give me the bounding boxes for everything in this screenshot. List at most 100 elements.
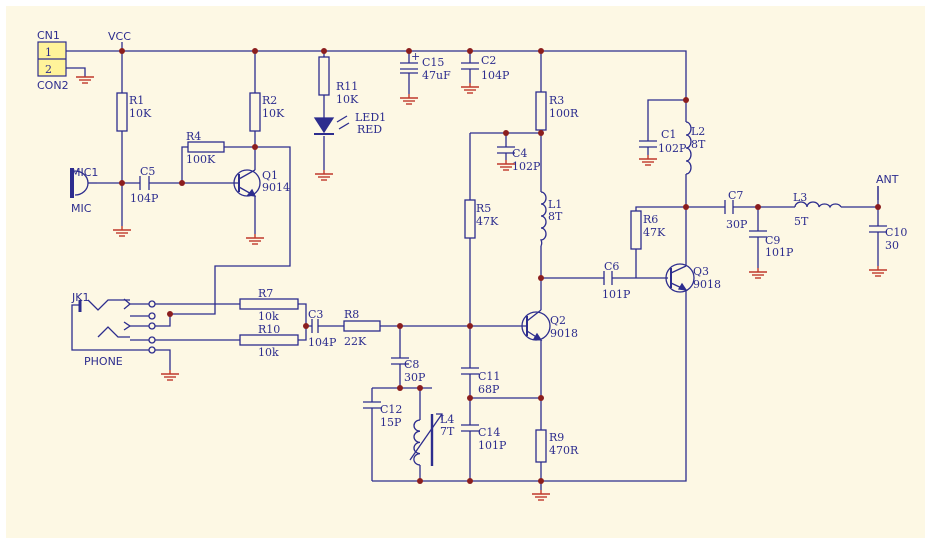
label-r6-ref: R6	[643, 213, 658, 226]
label-r9-value: 470R	[549, 444, 579, 457]
ground-symbol	[749, 268, 767, 279]
label-q2-value: 9018	[550, 327, 578, 340]
ground-symbol	[315, 170, 333, 181]
label-r10-value: 10k	[258, 346, 279, 359]
label-r7-value: 10k	[258, 310, 279, 323]
label-c1-ref: C1	[661, 128, 676, 141]
label-c1-value: 102P	[658, 142, 687, 155]
label-c10-value: 30	[885, 239, 899, 252]
label-c15-ref: C15	[422, 56, 444, 69]
ground-symbol	[113, 226, 131, 237]
label-c12-value: 15P	[380, 416, 402, 429]
label-r5-value: 47K	[476, 215, 499, 228]
label-jk1-value: PHONE	[84, 355, 123, 368]
label-c8-ref: C8	[404, 358, 419, 371]
label-r9-ref: R9	[549, 431, 564, 444]
label-r4-value: 100K	[186, 153, 216, 166]
label-r8-ref: R8	[344, 308, 359, 321]
label-c6-value: 101P	[602, 288, 631, 301]
label-q3-value: 9018	[693, 278, 721, 291]
ground-symbol	[532, 490, 550, 501]
inductors	[409, 121, 842, 466]
label-mic1-value: MIC	[71, 202, 92, 215]
cn1-ref: CN1	[37, 29, 60, 42]
label-r11-value: 10K	[336, 93, 359, 106]
label-l1-ref: L1	[548, 198, 562, 211]
vcc-label: VCC	[108, 30, 131, 43]
capacitor-c14	[461, 424, 479, 432]
label-l2-value: 8T	[691, 138, 706, 151]
resistor-r8	[343, 320, 381, 332]
wires	[66, 42, 879, 490]
label-c3-value: 104P	[308, 336, 337, 349]
cn1-type: CON2	[37, 79, 69, 92]
ground-symbols	[76, 76, 887, 501]
cn1-pin2: 2	[45, 63, 52, 76]
label-l1-value: 8T	[548, 210, 563, 223]
resistor-r6	[630, 210, 642, 250]
capacitor-c1	[639, 140, 657, 148]
resistor-r4	[187, 141, 225, 153]
resistor-r1	[116, 92, 128, 132]
label-r1-value: 10K	[129, 107, 152, 120]
label-c6-ref: C6	[604, 260, 619, 273]
led1	[313, 115, 350, 135]
connector-cn1: 1 2 CN1 CON2 VCC	[37, 29, 131, 92]
capacitor-c3	[311, 319, 319, 333]
label-r2-ref: R2	[262, 94, 277, 107]
capacitor-c11	[461, 367, 479, 375]
label-l3-value: 5T	[794, 215, 809, 228]
label-r8-value: 22K	[344, 335, 367, 348]
label-mic1-ref: MIC1	[71, 166, 98, 179]
capacitor-c9	[749, 230, 767, 238]
svg-text:+: +	[411, 50, 420, 63]
capacitor-c7	[724, 200, 734, 214]
microphone-mic1	[70, 168, 97, 198]
ground-symbol	[461, 83, 479, 94]
label-q1-value: 9014	[262, 181, 290, 194]
label-c4-value: 102P	[512, 160, 541, 173]
resistor-r11	[318, 56, 330, 96]
ground-symbol	[497, 160, 515, 171]
resistor-r2	[249, 92, 261, 132]
component-labels: R1 10K R2 10K R11 10K LED1 RED C15 47uF …	[71, 54, 907, 457]
capacitor-c10	[869, 225, 887, 233]
resistors	[116, 56, 642, 463]
label-r1-ref: R1	[129, 94, 144, 107]
label-q1-ref: Q1	[262, 169, 278, 182]
label-c5-value: 104P	[130, 192, 159, 205]
ground-symbol	[639, 155, 657, 166]
resistor-r5	[464, 199, 476, 239]
label-c12-ref: C12	[380, 403, 402, 416]
label-ant: ANT	[876, 173, 899, 186]
inductor-l4	[413, 419, 421, 466]
label-c9-ref: C9	[765, 234, 780, 247]
ground-symbol	[161, 370, 179, 381]
ground-symbol	[400, 94, 418, 105]
capacitor-c6	[603, 271, 613, 285]
label-c2-ref: C2	[481, 54, 496, 67]
resistor-r9	[535, 429, 547, 463]
phone-jack-jk1	[71, 298, 156, 354]
resistor-r7	[239, 298, 299, 310]
capacitors: +	[139, 50, 887, 432]
label-c14-value: 101P	[478, 439, 507, 452]
label-r3-ref: R3	[549, 94, 564, 107]
capacitor-c8	[391, 357, 409, 365]
label-c7-value: 30P	[726, 218, 748, 231]
inductor-l2	[685, 121, 692, 175]
label-c10-ref: C10	[885, 226, 907, 239]
label-jk1-ref: JK1	[71, 291, 89, 304]
label-r6-value: 47K	[643, 226, 666, 239]
label-c7-ref: C7	[728, 189, 743, 202]
label-c14-ref: C14	[478, 426, 500, 439]
label-r7-ref: R7	[258, 287, 273, 300]
label-l4-value: 7T	[440, 425, 455, 438]
label-led1-value: RED	[357, 123, 382, 136]
label-c2-value: 104P	[481, 69, 510, 82]
capacitor-c12	[363, 401, 381, 409]
label-r5-ref: R5	[476, 202, 491, 215]
schematic-background	[6, 6, 925, 538]
label-c11-ref: C11	[478, 370, 500, 383]
